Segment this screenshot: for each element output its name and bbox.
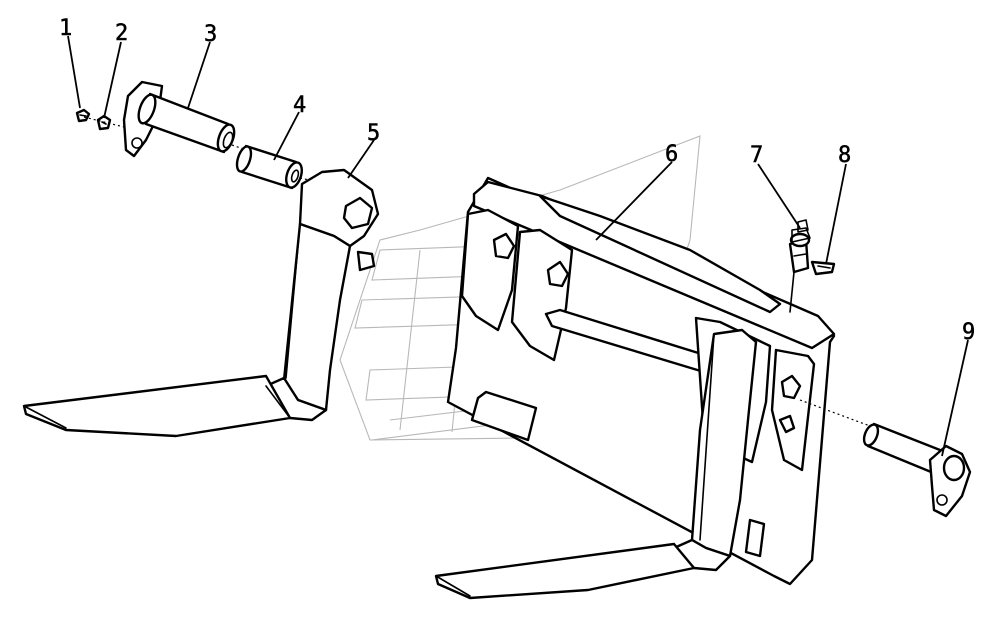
leader-8 bbox=[825, 163, 847, 265]
leader-5 bbox=[347, 139, 375, 179]
leader-2 bbox=[103, 41, 122, 119]
right-fork bbox=[434, 328, 766, 600]
part-4-bushing bbox=[235, 144, 303, 190]
callout-9: 9 bbox=[962, 320, 975, 345]
part-1-screw bbox=[75, 108, 91, 123]
callout-5: 5 bbox=[367, 121, 380, 146]
leader-3 bbox=[187, 41, 211, 109]
leader-4 bbox=[273, 111, 300, 161]
part-3-pin bbox=[122, 80, 236, 158]
leader-lines bbox=[67, 35, 969, 457]
part-6-carriage bbox=[446, 176, 836, 586]
leader-6 bbox=[595, 161, 673, 241]
leader-9 bbox=[941, 339, 969, 457]
callout-4: 4 bbox=[293, 93, 306, 118]
part-9-pin bbox=[862, 422, 972, 518]
part-5-left-fork bbox=[22, 168, 380, 438]
leader-7 bbox=[757, 163, 801, 229]
callout-6: 6 bbox=[665, 142, 678, 167]
callout-2: 2 bbox=[115, 21, 128, 46]
callout-8: 8 bbox=[838, 143, 851, 168]
callout-3: 3 bbox=[204, 22, 217, 47]
leader-1 bbox=[67, 35, 81, 109]
callout-labels: 1 2 3 4 5 6 7 8 9 bbox=[59, 16, 976, 346]
part-7-spring-pin bbox=[788, 219, 811, 274]
callout-7: 7 bbox=[750, 143, 763, 168]
part-8-clip bbox=[810, 260, 836, 276]
callout-1: 1 bbox=[59, 16, 72, 41]
